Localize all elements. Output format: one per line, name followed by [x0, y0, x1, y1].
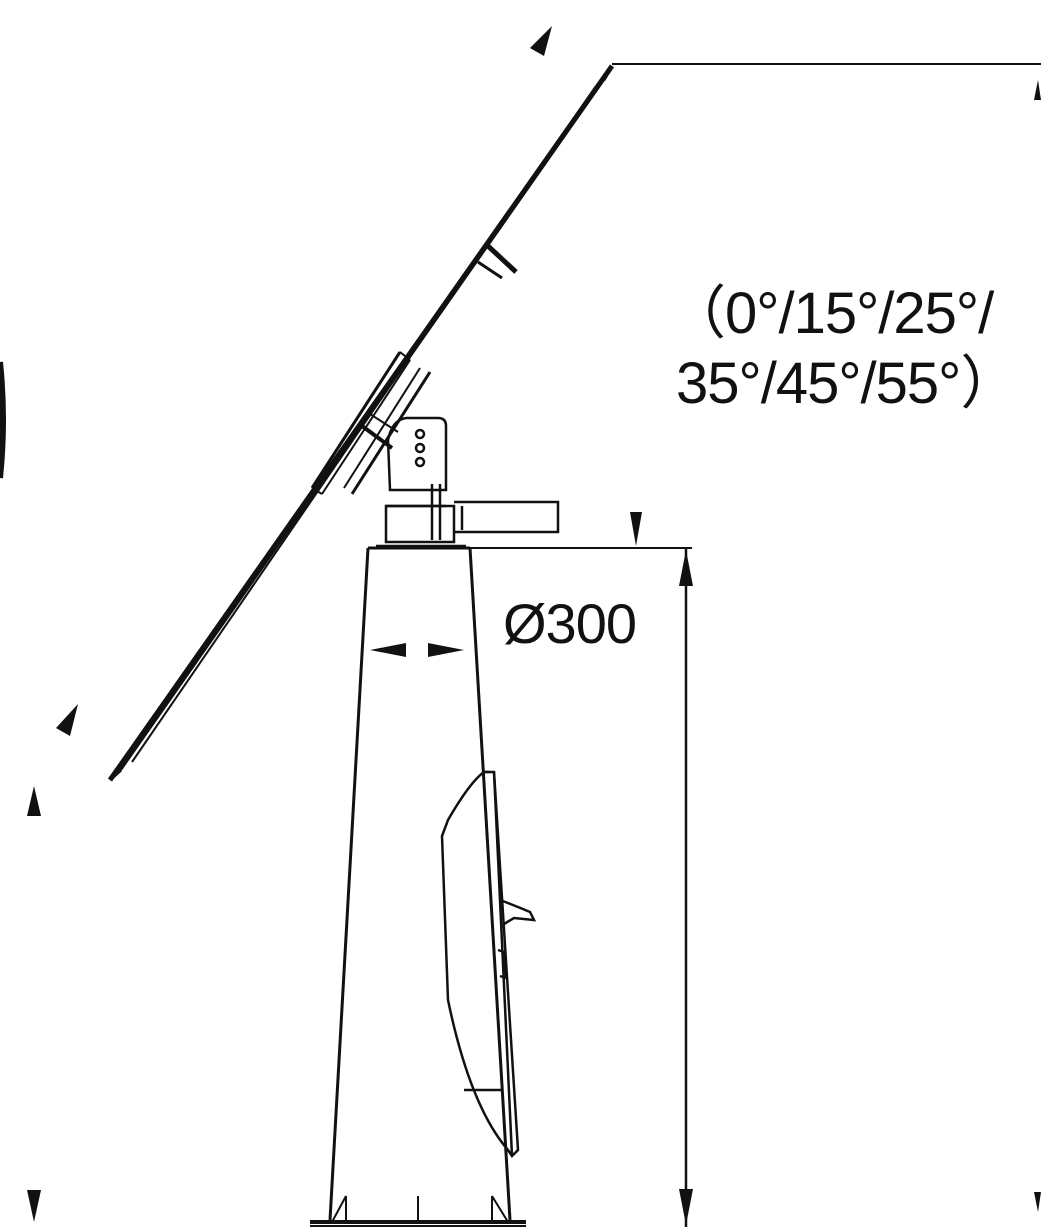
panel-diagonal-dimension-arrows	[56, 26, 552, 736]
left-edge-markers	[0, 361, 41, 1222]
height-dimension-line	[470, 512, 693, 1227]
pedestal-side-panel	[440, 770, 537, 1158]
pedestal-column	[310, 546, 526, 1227]
column-diameter-label: Ø300	[503, 592, 637, 655]
diameter-dimension-arrows	[370, 643, 464, 657]
top-extension-line	[612, 63, 1041, 1212]
tilt-angle-options-line-2: 35°/45°/55°）	[676, 351, 1018, 416]
tilt-angle-options-line-1: （0°/15°/25°/	[668, 281, 994, 346]
tilt-head-bracket	[376, 416, 560, 548]
